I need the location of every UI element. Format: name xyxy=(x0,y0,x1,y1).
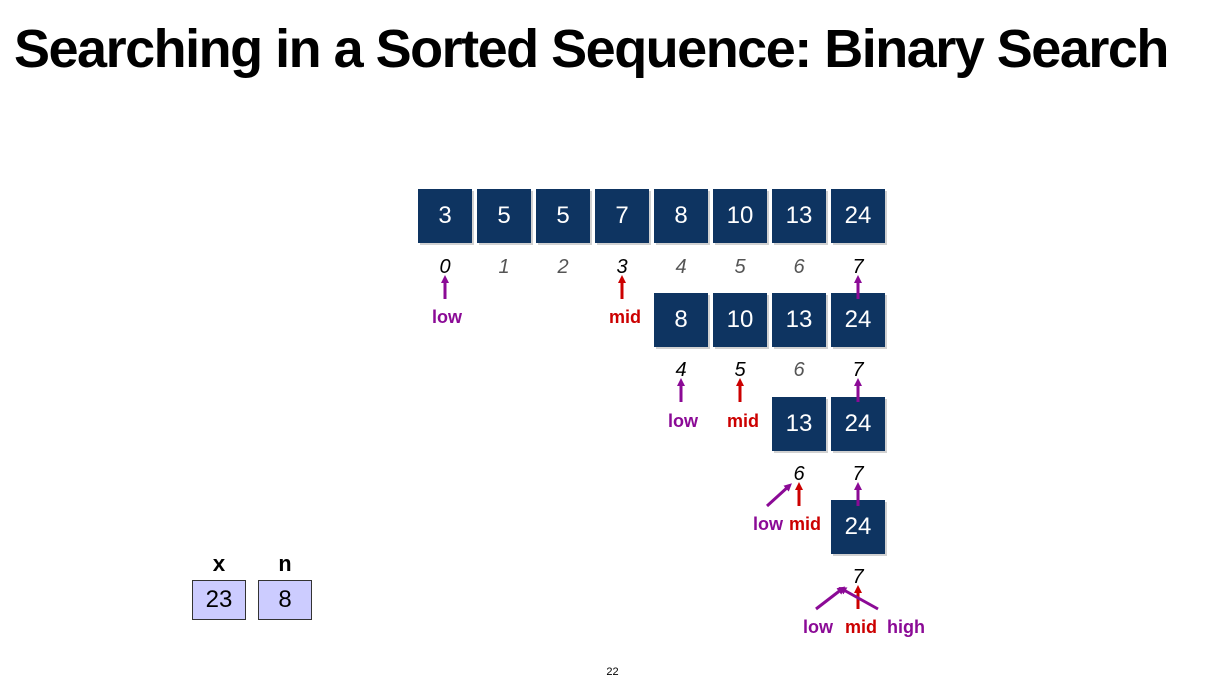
high-pointer-label: high xyxy=(887,617,925,637)
variable-x-label: x xyxy=(212,553,226,578)
index-label: 3 xyxy=(616,256,628,278)
index-label: 4 xyxy=(675,359,687,381)
index-label: 6 xyxy=(793,463,805,485)
index-label: 6 xyxy=(793,359,805,381)
index-label: 6 xyxy=(793,256,805,278)
array-cell: 5 xyxy=(477,189,531,243)
low-pointer-arrow xyxy=(765,483,792,508)
index-label: 0 xyxy=(439,256,451,278)
array-cell: 13 xyxy=(772,397,826,451)
array-cell: 24 xyxy=(831,500,885,554)
index-label: 7 xyxy=(852,566,864,588)
index-label: 2 xyxy=(557,256,569,278)
mid-pointer-label: mid xyxy=(727,411,760,431)
array-cell: 10 xyxy=(713,189,767,243)
array-cell: 24 xyxy=(831,397,885,451)
array-cell: 13 xyxy=(772,293,826,347)
array-cell: 10 xyxy=(713,293,767,347)
array-cell: 3 xyxy=(418,189,472,243)
index-label: 5 xyxy=(734,359,746,381)
array-cell: 8 xyxy=(654,293,708,347)
low-pointer-label: low xyxy=(803,617,833,637)
index-label: 5 xyxy=(734,256,746,278)
array-cell: 24 xyxy=(831,293,885,347)
index-label: 1 xyxy=(498,256,510,278)
array-cell: 13 xyxy=(772,189,826,243)
high-pointer-arrow xyxy=(838,587,879,611)
page-number: 22 xyxy=(606,666,619,678)
mid-pointer-label: mid xyxy=(789,514,822,534)
low-pointer-label: low xyxy=(432,307,462,327)
array-cell: 24 xyxy=(831,189,885,243)
slide-title: Searching in a Sorted Sequence: Binary S… xyxy=(14,19,1169,79)
array-cell: 5 xyxy=(536,189,590,243)
variable-n-value: 8 xyxy=(258,580,312,620)
low-pointer-label: low xyxy=(753,514,783,534)
index-label: 7 xyxy=(852,256,864,278)
index-label: 7 xyxy=(852,463,864,485)
array-cell: 7 xyxy=(595,189,649,243)
low-pointer-arrow xyxy=(815,586,846,611)
index-label: 7 xyxy=(852,359,864,381)
mid-pointer-label: mid xyxy=(609,307,642,327)
variable-x-value: 23 xyxy=(192,580,246,620)
array-cell: 8 xyxy=(654,189,708,243)
mid-pointer-label: mid xyxy=(845,617,878,637)
index-label: 4 xyxy=(675,256,687,278)
variable-n-label: n xyxy=(278,553,292,578)
low-pointer-label: low xyxy=(668,411,698,431)
